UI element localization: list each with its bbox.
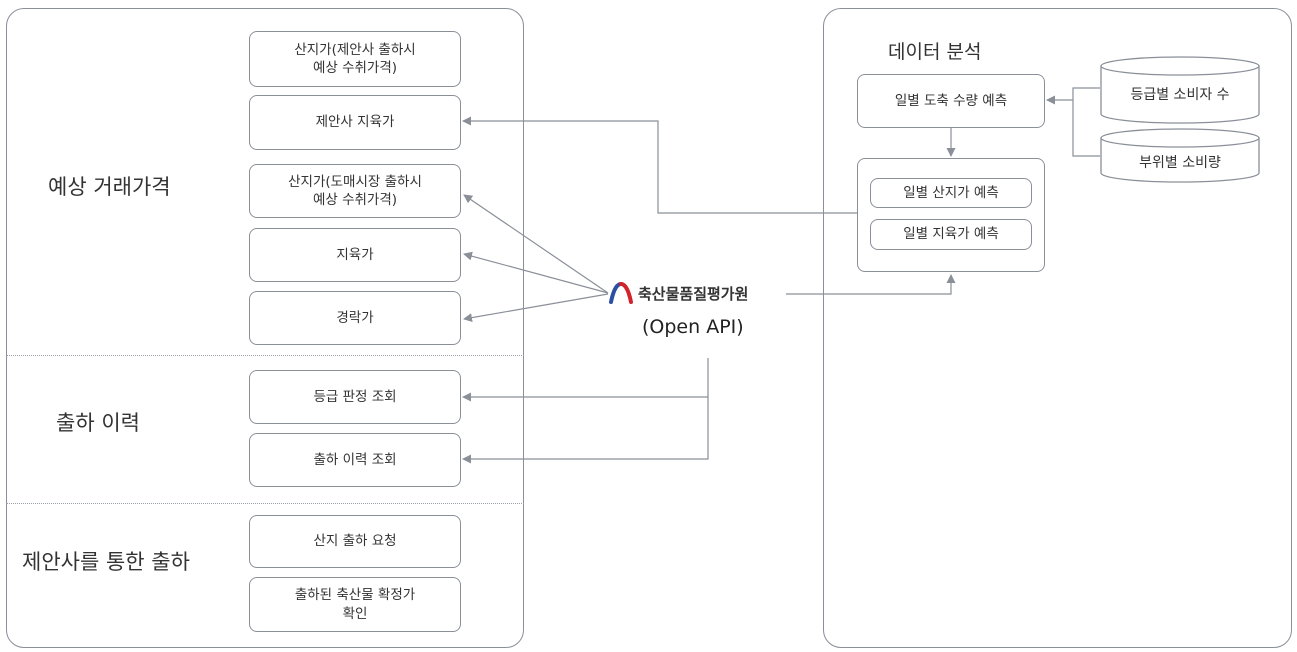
- database-label: 부위별 소비량: [1139, 155, 1221, 171]
- arrow-forecast-to-proposer-carcass: [462, 116, 857, 214]
- section-label-shipment-history: 출하 이력: [56, 411, 140, 435]
- database-cylinder-icon: [1100, 128, 1260, 183]
- daily-carcass-price-forecast-box: 일별 지육가 예측: [870, 219, 1032, 250]
- section-label-expected-price: 예상 거래가격: [48, 175, 171, 199]
- shipment-history-lookup-box: 출하 이력 조회: [249, 433, 461, 487]
- daily-farm-price-forecast-box: 일별 산지가 예측: [870, 178, 1032, 208]
- section-label-proposer-shipment: 제안사를 통한 출하: [22, 550, 190, 574]
- arrow-api-to-forecast: [786, 274, 956, 295]
- arrow-api-to-shipment-lookup: [462, 397, 709, 464]
- section-divider: [6, 355, 524, 356]
- arrow-api-to-carcass: [463, 251, 609, 294]
- database-label: 등급별 소비자 수: [1130, 87, 1230, 103]
- farm-price-wholesale-box: 산지가(도매시장 출하시 예상 수취가격): [249, 164, 461, 218]
- database-consumption-by-part: 부위별 소비량: [1100, 128, 1260, 184]
- carcass-price-box: 지육가: [249, 228, 461, 282]
- org-logo-icon: [609, 282, 633, 304]
- farm-price-proposer-box: 산지가(제안사 출하시 예상 수취가격): [249, 31, 461, 87]
- proposer-carcass-price-box: 제안사 지육가: [249, 95, 461, 150]
- arrow-api-to-farm-price-wholesale: [463, 194, 609, 294]
- arrow-api-to-grade-lookup: [462, 358, 709, 402]
- data-analysis-title: 데이터 분석: [888, 41, 982, 63]
- grade-lookup-box: 등급 판정 조회: [249, 370, 461, 424]
- arrow-databases-to-slaughter: [1072, 87, 1100, 157]
- org-logo-group: 축산물품질평가원: [608, 281, 748, 305]
- database-consumers-by-grade: 등급별 소비자 수: [1100, 56, 1260, 126]
- org-name: 축산물품질평가원: [638, 284, 749, 303]
- database-cylinder-icon: [1100, 56, 1260, 124]
- daily-slaughter-forecast-box: 일별 도축 수량 예측: [857, 74, 1045, 128]
- forecast-group-box: [857, 158, 1045, 272]
- arrow-api-to-auction: [463, 293, 609, 323]
- confirm-price-box: 출하된 축산물 확정가 확인: [249, 577, 461, 632]
- section-divider: [6, 503, 524, 504]
- auction-price-box: 경락가: [249, 291, 461, 345]
- open-api-label: (Open API): [642, 316, 744, 338]
- shipment-request-box: 산지 출하 요청: [249, 515, 461, 568]
